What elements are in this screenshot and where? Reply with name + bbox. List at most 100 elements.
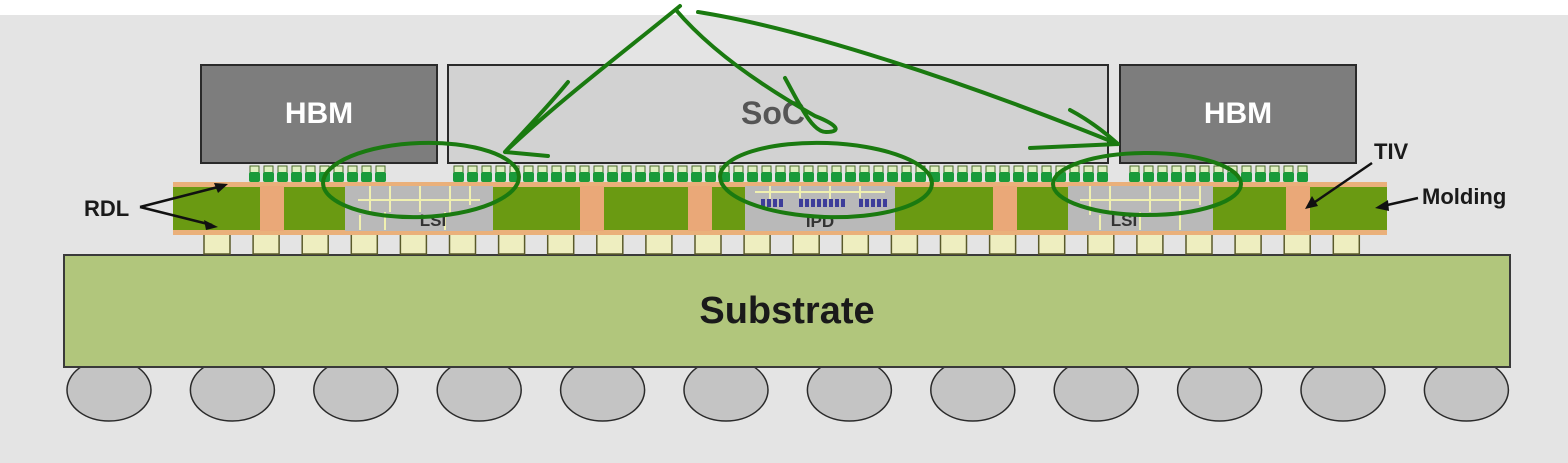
- c4-pad: [1283, 232, 1311, 255]
- micro-bump-cap: [333, 172, 344, 182]
- micro-bump-cap: [747, 172, 758, 182]
- micro-bump-cap: [1027, 172, 1038, 182]
- micro-bump-cap: [551, 172, 562, 182]
- micro-bump-cap: [859, 172, 870, 182]
- c4-pad: [841, 232, 870, 255]
- micro-bump-cap: [775, 172, 786, 182]
- c4-pad: [694, 232, 722, 255]
- micro-bump-cap: [705, 172, 716, 182]
- micro-bump-cap: [481, 172, 492, 182]
- annotation-arrow-middle: [674, 8, 838, 134]
- annotation-circle-lsi-right: [1051, 151, 1243, 217]
- tiv-arrowhead: [1305, 196, 1318, 209]
- solder-ball: [1300, 358, 1386, 422]
- solder-balls: [66, 358, 1510, 422]
- micro-bump-cap: [999, 172, 1010, 182]
- c4-pad: [890, 232, 919, 255]
- micro-bump-cap: [1241, 172, 1252, 182]
- ipd-cell: [817, 199, 821, 207]
- micro-bump-cap: [803, 172, 814, 182]
- micro-bump-cap: [621, 172, 632, 182]
- lsi-right-die: LSI: [1068, 186, 1213, 231]
- micro-bump-cap: [347, 172, 358, 182]
- micro-bump-cap: [733, 172, 744, 182]
- micro-bump-cap: [249, 172, 260, 182]
- solder-ball: [1423, 358, 1510, 422]
- ipd-cell: [779, 199, 783, 207]
- ipd-cell: [811, 199, 815, 207]
- micro-bump-cap: [1213, 172, 1224, 182]
- rdl-arrowhead-bottom: [204, 220, 218, 230]
- tiv-callout-arrow: [1311, 161, 1373, 206]
- solder-ball: [189, 358, 276, 422]
- rdl-bottom: [173, 230, 1387, 235]
- micro-bump-cap: [1199, 172, 1210, 182]
- ipd-cell: [773, 199, 777, 207]
- micro-bump-cap: [277, 172, 288, 182]
- micro-bump-cap: [537, 172, 548, 182]
- c4-pad: [301, 232, 329, 255]
- ipd-cell: [859, 199, 863, 207]
- annotation-arrow-right: [696, 10, 1120, 150]
- micro-bump-cap: [817, 172, 828, 182]
- c4-pad: [988, 232, 1017, 255]
- micro-bump-cap: [305, 172, 316, 182]
- solder-ball: [313, 358, 399, 422]
- micro-bump-cap: [523, 172, 534, 182]
- ipd-cell: [829, 199, 833, 207]
- micro-bump-cap: [1171, 172, 1182, 182]
- ipd-cell: [841, 199, 845, 207]
- c4-pad: [546, 232, 575, 255]
- c4-pad: [399, 232, 428, 255]
- solder-ball: [683, 358, 769, 422]
- ipd-cell: [799, 199, 803, 207]
- c4-pad: [645, 232, 673, 255]
- tiv-via: [688, 186, 712, 231]
- micro-bump-cap: [607, 172, 618, 182]
- micro-bump-cap: [957, 172, 968, 182]
- molding-arrowhead: [1375, 200, 1389, 211]
- tiv-via: [580, 186, 604, 231]
- c4-pad: [743, 232, 771, 255]
- c4-pad: [203, 232, 231, 255]
- micro-bump-cap: [375, 172, 386, 182]
- micro-bump-cap: [677, 172, 688, 182]
- hbm-left-label: HBM: [285, 97, 353, 130]
- substrate-block: [63, 254, 1511, 368]
- c4-pad: [350, 232, 379, 255]
- hbm-right-die: [1119, 64, 1357, 164]
- solder-ball: [436, 358, 522, 422]
- ipd-cell: [871, 199, 875, 207]
- micro-bump-cap: [1269, 172, 1280, 182]
- micro-bump-cap: [1013, 172, 1024, 182]
- micro-bump-cap: [453, 172, 464, 182]
- ipd-cell: [877, 199, 881, 207]
- ipd-cell: [761, 199, 765, 207]
- solder-ball: [66, 358, 152, 422]
- micro-bump-cap: [635, 172, 646, 182]
- micro-bump-cap: [467, 172, 478, 182]
- micro-bump-cap: [263, 172, 274, 182]
- molding-callout-arrow: [1382, 196, 1419, 208]
- micro-bump-cap: [831, 172, 842, 182]
- ipd-capacitor-cells: [761, 199, 887, 207]
- micro-bump-cap: [1255, 172, 1266, 182]
- ipd-cell: [835, 199, 839, 207]
- handdrawn-annotation: [321, 4, 1243, 220]
- c4-pad: [1037, 232, 1066, 255]
- micro-bump-cap: [663, 172, 674, 182]
- micro-bump-cap: [845, 172, 856, 182]
- c4-pad: [1185, 232, 1213, 255]
- micro-bump-cap: [761, 172, 772, 182]
- annotation-circle-ipd: [718, 140, 934, 220]
- c4-pad: [596, 232, 624, 255]
- c4-pad: [497, 232, 526, 255]
- ipd-cell: [823, 199, 827, 207]
- micro-bump-cap: [1143, 172, 1154, 182]
- micro-bump-cap: [943, 172, 954, 182]
- annotation-circle-lsi-left: [321, 140, 521, 220]
- micro-bump-cap: [495, 172, 506, 182]
- micro-bump-cap: [593, 172, 604, 182]
- micro-bump-cap: [361, 172, 372, 182]
